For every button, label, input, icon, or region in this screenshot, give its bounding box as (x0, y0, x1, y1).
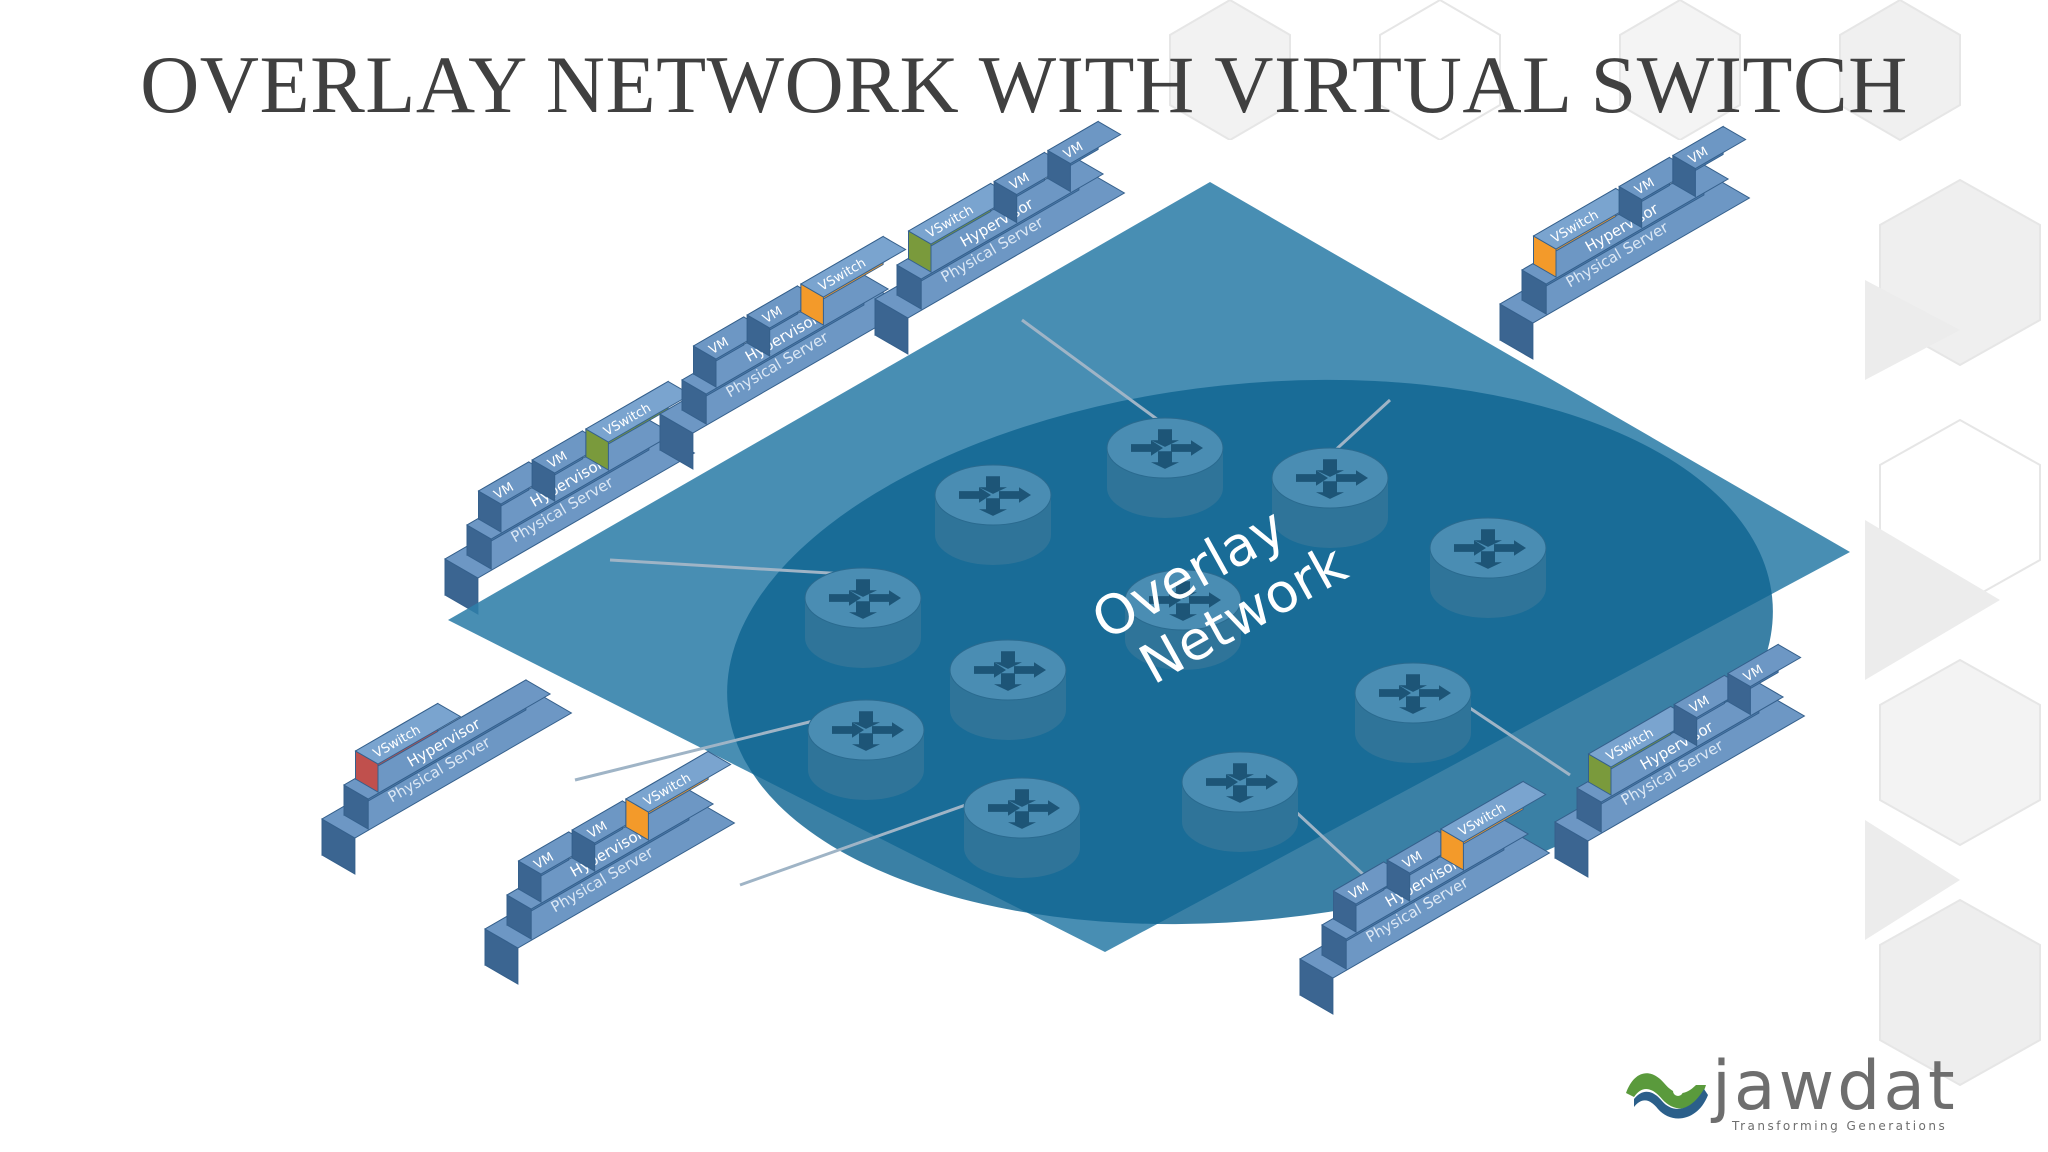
router-icon (963, 777, 1081, 878)
router-icon (1354, 662, 1472, 763)
hypervisor-block (896, 159, 1105, 310)
vswitch-module (1532, 187, 1640, 278)
vm-module (1726, 643, 1802, 716)
hypervisor-block (343, 679, 552, 830)
vswitch-module (624, 750, 732, 841)
vm-module (1673, 674, 1748, 747)
router-icon (804, 567, 922, 668)
vswitch-module (584, 380, 692, 471)
slide-title: OVERLAY NETWORK WITH VIRTUAL SWITCH (140, 39, 1908, 130)
hypervisor-block (1521, 164, 1730, 315)
router-icon (1106, 417, 1224, 518)
vm-module (1046, 120, 1122, 193)
vswitch-module (1587, 705, 1695, 796)
logo-tagline: Transforming Generations (1732, 1119, 1948, 1133)
router-icon (934, 464, 1052, 565)
vm-module (1671, 125, 1747, 198)
router-icon (1181, 751, 1299, 852)
router-icon (949, 639, 1067, 740)
logo-wordmark: jawdat (1712, 1047, 1958, 1126)
router-icon (1429, 517, 1547, 618)
router-icon (1124, 569, 1242, 670)
jawdat-logo-mark-icon (1626, 1073, 1708, 1119)
jawdat-logo: jawdat Transforming Generations (1620, 1047, 1955, 1145)
vswitch-module (354, 702, 462, 793)
vswitch-module (1439, 780, 1547, 871)
vswitch-module (799, 235, 907, 326)
router-icon (807, 699, 925, 800)
router-icon (1271, 447, 1389, 548)
